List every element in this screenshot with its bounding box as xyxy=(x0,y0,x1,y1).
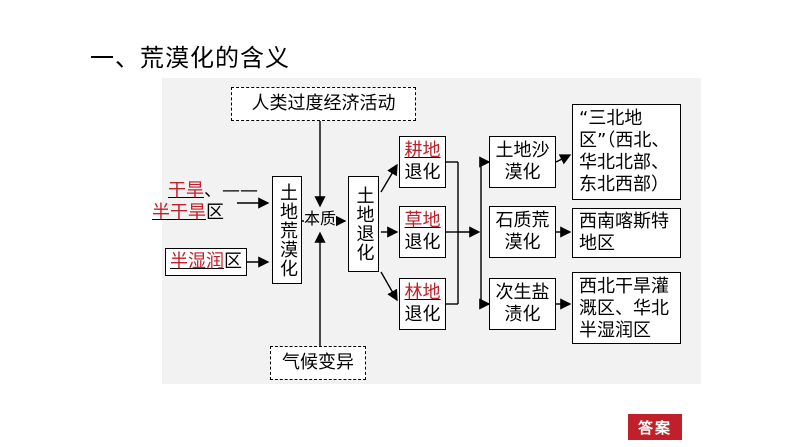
land-degradation-box: 土地退化 xyxy=(348,176,379,272)
region-sandy-box: “三北地区”（西北、华北北部、东北西部） xyxy=(572,104,681,200)
forest-degrade: 退化 xyxy=(404,304,441,325)
cropland-label: 耕地 xyxy=(404,140,441,161)
climate-label: 气候变异 xyxy=(282,352,354,373)
forest-label: 林地 xyxy=(404,282,441,303)
land-degradation-label: 土地退化 xyxy=(353,186,375,262)
arid-label: 干旱 xyxy=(168,180,204,201)
type-sandy-label: 土地沙漠化 xyxy=(495,140,550,183)
forest-box: 林地 退化 xyxy=(399,278,446,330)
region-saline-box: 西北干旱灌溉区、华北半湿润区 xyxy=(572,272,681,344)
arid-regions-text: 干旱、—— 半干旱区 xyxy=(152,180,258,224)
semi-humid-label: 半湿润 xyxy=(170,251,224,272)
desertification-box: 土地荒漠化 xyxy=(272,176,302,284)
desertification-label: 土地荒漠化 xyxy=(277,182,298,278)
semi-humid-suffix: 区 xyxy=(224,251,242,272)
essence-label: 本质 xyxy=(304,208,337,230)
grassland-label: 草地 xyxy=(404,210,441,231)
human-activity-box: 人类过度经济活动 xyxy=(231,87,416,121)
human-activity-label: 人类过度经济活动 xyxy=(251,93,396,114)
semi-humid-box: 半湿润区 xyxy=(165,248,247,276)
cropland-box: 耕地 退化 xyxy=(399,136,446,188)
section-title: 一、荒漠化的含义 xyxy=(90,44,290,72)
type-rocky-box: 石质荒漠化 xyxy=(489,206,556,258)
semi-arid-label: 半干旱 xyxy=(152,202,206,223)
region-rocky-box: 西南喀斯特地区 xyxy=(572,208,681,258)
type-rocky-label: 石质荒漠化 xyxy=(495,210,550,253)
arid-sep: 、—— xyxy=(204,180,258,201)
arid-region-suffix: 区 xyxy=(206,202,224,223)
region-saline-label: 西北干旱灌溉区、华北半湿润区 xyxy=(579,276,669,341)
cropland-degrade: 退化 xyxy=(404,162,441,183)
type-saline-box: 次生盐渍化 xyxy=(489,278,556,330)
type-saline-label: 次生盐渍化 xyxy=(495,282,550,325)
grassland-box: 草地 退化 xyxy=(399,206,446,258)
region-rocky-label: 西南喀斯特地区 xyxy=(579,211,669,254)
climate-box: 气候变异 xyxy=(270,346,366,380)
type-sandy-box: 土地沙漠化 xyxy=(489,136,556,188)
grassland-degrade: 退化 xyxy=(404,232,441,253)
answer-button[interactable]: 答案 xyxy=(628,414,682,440)
region-sandy-label: “三北地区”（西北、华北北部、东北西部） xyxy=(579,108,670,195)
